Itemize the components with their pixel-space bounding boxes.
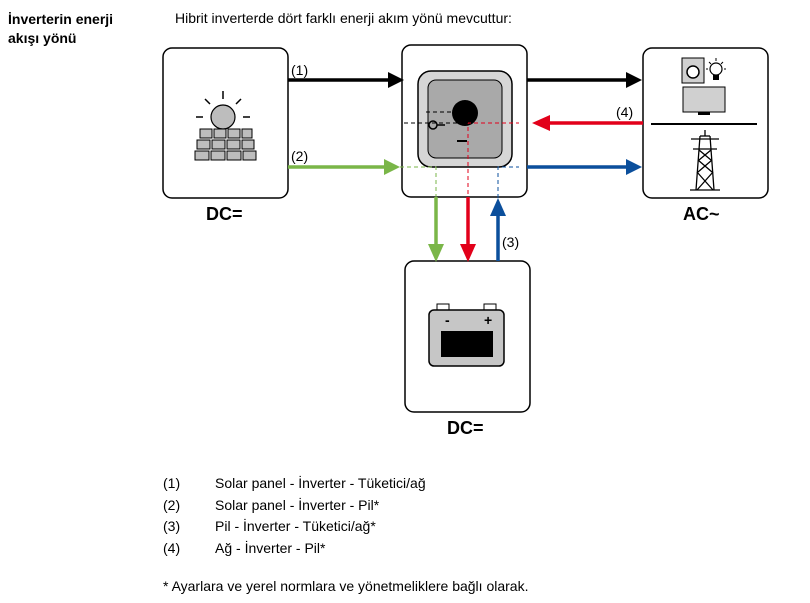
flow-4-label: (4) xyxy=(616,104,633,120)
washing-machine-icon xyxy=(681,57,705,84)
tv-icon xyxy=(682,86,726,115)
battery-dc-label: DC= xyxy=(447,418,484,438)
grid-ac-label: AC~ xyxy=(683,204,720,224)
legend-text: Pil - İnverter - Tüketici/ağ* xyxy=(215,518,376,534)
sidebar-title: İnverterin enerji akışı yönü xyxy=(8,11,114,46)
legend-number: (4) xyxy=(163,539,181,556)
flow-2: (2) xyxy=(288,148,444,262)
legend-number: (2) xyxy=(163,496,181,513)
light-bulb-icon xyxy=(706,58,726,80)
flow-4: (4) xyxy=(460,104,643,262)
legend: (1) Solar panel - İnverter - Tüketici/ağ… xyxy=(163,473,426,559)
legend-text: Solar panel - İnverter - Pil* xyxy=(215,496,380,513)
battery-plus-label: + xyxy=(484,312,492,328)
inverter-icon xyxy=(417,70,513,168)
battery-minus-label: - xyxy=(445,312,450,328)
legend-row: (2) Solar panel - İnverter - Pil* xyxy=(163,495,426,517)
power-pylon-icon xyxy=(690,130,720,191)
energy-flow-diagram: - + (1) (2) (3) (4) xyxy=(162,44,769,438)
intro-text: Hibrit inverterde dört farklı enerji akı… xyxy=(175,10,512,26)
legend-text: Ağ - İnverter - Pil* xyxy=(215,539,326,556)
legend-row: (4) Ağ - İnverter - Pil* xyxy=(163,538,426,560)
flow-3: (3) xyxy=(490,159,642,261)
legend-text: Solar panel - İnverter - Tüketici/ağ xyxy=(215,475,426,491)
flow-1-label: (1) xyxy=(291,62,308,78)
solar-panel-icon xyxy=(194,91,257,161)
legend-row: (3) Pil - İnverter - Tüketici/ağ* xyxy=(163,516,426,538)
flow-1: (1) xyxy=(288,62,642,88)
flow-2-label: (2) xyxy=(291,148,308,164)
battery-icon: - + xyxy=(428,303,505,367)
legend-number: (3) xyxy=(163,518,181,534)
footnote: * Ayarlara ve yerel normlara ve yönetmel… xyxy=(163,578,529,594)
legend-number: (1) xyxy=(163,475,181,491)
legend-row: (1) Solar panel - İnverter - Tüketici/ağ xyxy=(163,473,426,495)
solar-dc-label: DC= xyxy=(206,204,243,224)
flow-3-label: (3) xyxy=(502,234,519,250)
